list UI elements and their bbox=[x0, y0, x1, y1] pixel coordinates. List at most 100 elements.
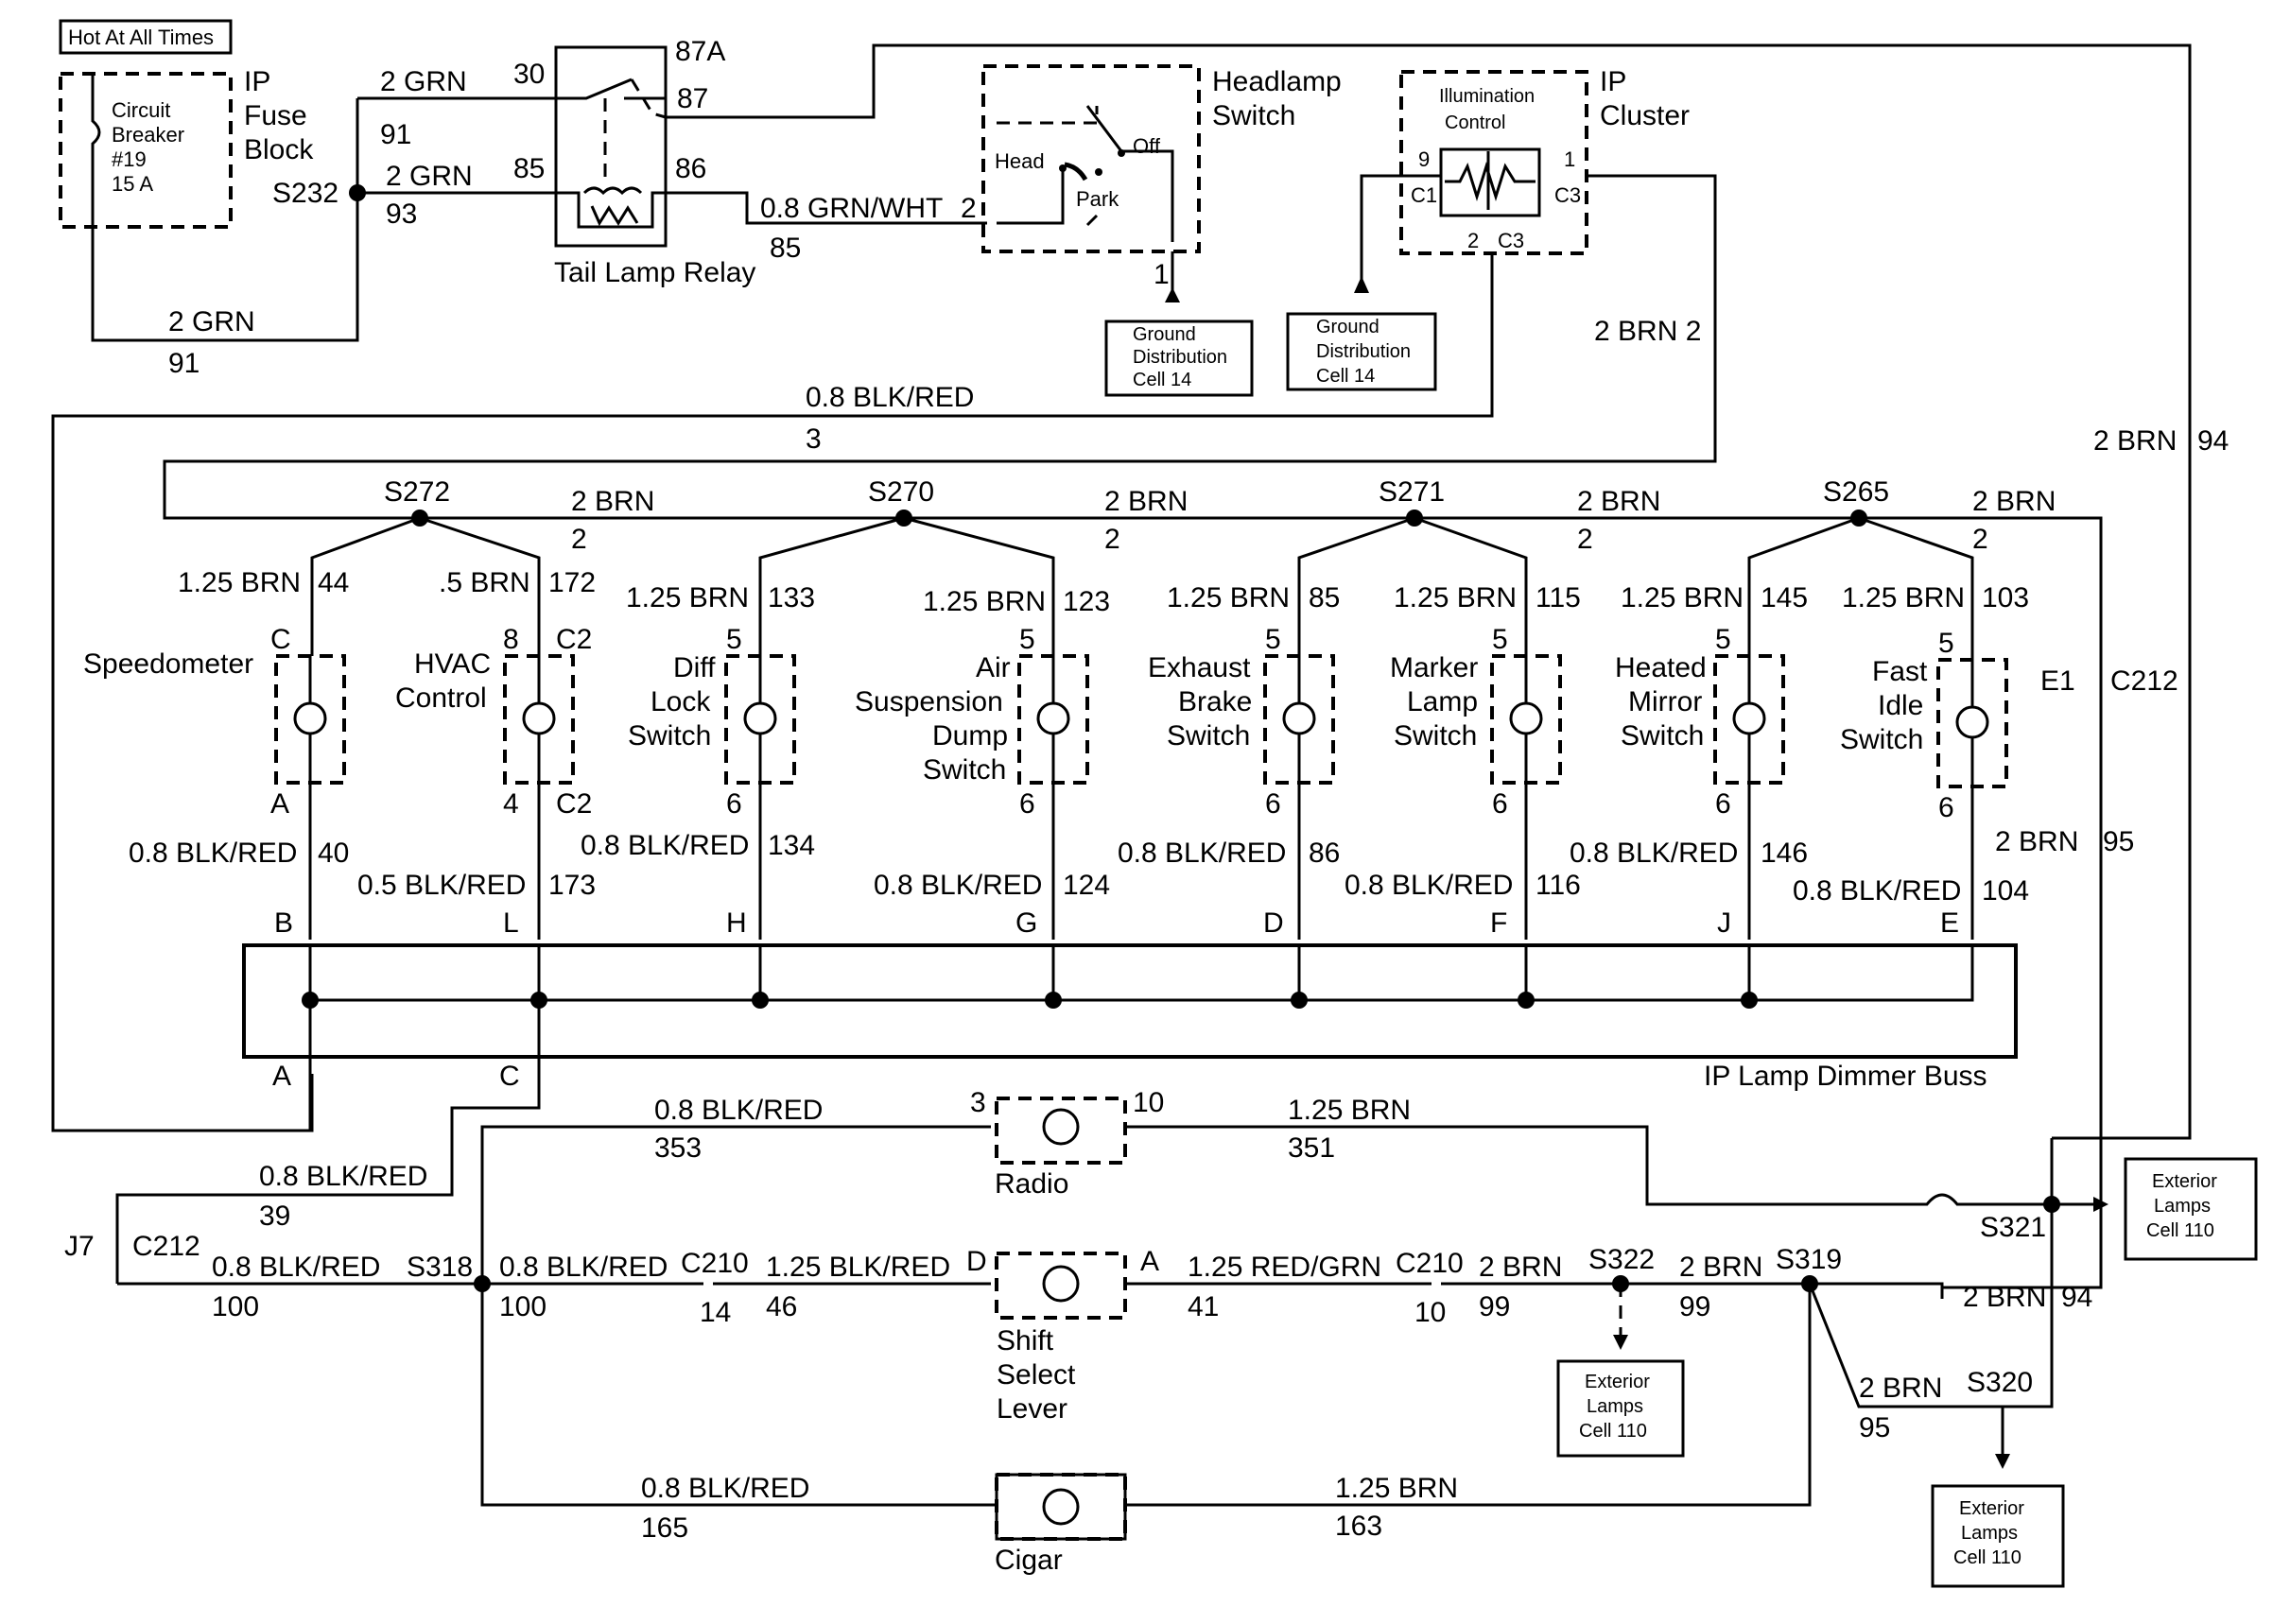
svg-text:IP Lamp Dimmer Buss: IP Lamp Dimmer Buss bbox=[1704, 1061, 1987, 1092]
svg-text:S320: S320 bbox=[1967, 1367, 2033, 1398]
ip-cluster: Illumination Control 9 C1 1 C3 2 C3 IP C… bbox=[1399, 66, 1690, 255]
svg-text:351: 351 bbox=[1288, 1132, 1335, 1164]
svg-text:6: 6 bbox=[1938, 792, 1954, 823]
splice-label-s232: S232 bbox=[272, 178, 338, 209]
svg-text:S319: S319 bbox=[1776, 1244, 1842, 1275]
svg-text:Cell 14: Cell 14 bbox=[1133, 370, 1191, 390]
svg-text:Exterior: Exterior bbox=[1585, 1372, 1650, 1392]
svg-text:94: 94 bbox=[2197, 425, 2229, 457]
svg-text:134: 134 bbox=[768, 830, 815, 861]
switch-diff-lock: Diff Lock Switch 1.25 BRN 133 5 6 0.8 BL… bbox=[581, 582, 815, 939]
svg-text:6: 6 bbox=[1715, 788, 1731, 820]
svg-text:J7: J7 bbox=[64, 1231, 95, 1262]
svg-text:Ground: Ground bbox=[1316, 317, 1379, 337]
svg-text:3: 3 bbox=[806, 423, 822, 455]
svg-text:Circuit: Circuit bbox=[112, 98, 170, 122]
svg-text:2: 2 bbox=[1104, 524, 1120, 555]
svg-text:2: 2 bbox=[1972, 524, 1988, 555]
svg-text:Off: Off bbox=[1133, 134, 1161, 158]
svg-text:Breaker: Breaker bbox=[112, 123, 184, 147]
switch-fast-idle: Fast Idle Switch 1.25 BRN 103 5 6 0.8 BL… bbox=[1793, 582, 2029, 939]
svg-text:1.25 RED/GRN: 1.25 RED/GRN bbox=[1188, 1252, 1381, 1283]
svg-text:IP: IP bbox=[1600, 66, 1626, 97]
svg-text:353: 353 bbox=[654, 1132, 702, 1164]
svg-text:C3: C3 bbox=[1498, 229, 1524, 252]
svg-text:41: 41 bbox=[1188, 1291, 1219, 1322]
svg-text:Park: Park bbox=[1076, 187, 1119, 211]
svg-text:40: 40 bbox=[318, 838, 349, 869]
svg-text:Brake: Brake bbox=[1178, 686, 1252, 717]
svg-text:6: 6 bbox=[1019, 788, 1035, 820]
svg-text:H: H bbox=[726, 907, 747, 939]
svg-text:Block: Block bbox=[244, 134, 314, 165]
svg-text:100: 100 bbox=[499, 1291, 547, 1322]
svg-text:133: 133 bbox=[768, 582, 815, 613]
svg-text:0.8 BLK/RED: 0.8 BLK/RED bbox=[129, 838, 297, 869]
svg-text:2 BRN: 2 BRN bbox=[1479, 1252, 1562, 1283]
switch-marker-lamp: Marker Lamp Switch 1.25 BRN 115 5 6 0.8 … bbox=[1345, 582, 1581, 939]
svg-text:2 GRN: 2 GRN bbox=[386, 161, 473, 192]
svg-text:Speedometer: Speedometer bbox=[83, 648, 253, 680]
svg-text:G: G bbox=[1015, 907, 1037, 939]
svg-text:9: 9 bbox=[1418, 147, 1430, 171]
svg-text:Cell 110: Cell 110 bbox=[1953, 1547, 2021, 1568]
svg-text:2 BRN: 2 BRN bbox=[1859, 1373, 1942, 1404]
svg-text:.5 BRN: .5 BRN bbox=[439, 567, 530, 598]
ground-distribution-box-2: Ground Distribution Cell 14 bbox=[1286, 312, 1437, 391]
svg-text:95: 95 bbox=[1859, 1412, 1890, 1443]
svg-text:2 BRN: 2 BRN bbox=[1972, 486, 2056, 517]
svg-text:2 BRN: 2 BRN bbox=[1995, 826, 2078, 857]
svg-text:1.25 BLK/RED: 1.25 BLK/RED bbox=[766, 1252, 950, 1283]
svg-text:1.25 BRN: 1.25 BRN bbox=[1167, 582, 1290, 613]
svg-text:Lamp: Lamp bbox=[1407, 686, 1478, 717]
svg-text:2 BRN: 2 BRN bbox=[1577, 486, 1660, 517]
svg-text:Radio: Radio bbox=[995, 1168, 1068, 1200]
svg-text:Diff: Diff bbox=[673, 652, 716, 683]
svg-text:10: 10 bbox=[1133, 1087, 1164, 1118]
svg-text:6: 6 bbox=[726, 788, 742, 820]
svg-text:1.25 BRN: 1.25 BRN bbox=[178, 567, 301, 598]
splice-s265: S265 bbox=[1823, 476, 1889, 527]
svg-text:B: B bbox=[274, 907, 293, 939]
svg-text:2 BRN: 2 BRN bbox=[2093, 425, 2177, 457]
svg-text:2 BRN 2: 2 BRN 2 bbox=[1594, 316, 1701, 347]
svg-text:145: 145 bbox=[1761, 582, 1808, 613]
svg-text:1: 1 bbox=[1154, 259, 1170, 290]
switch-hvac-control: HVAC Control .5 BRN 172 8 C2 4 C2 0.5 BL… bbox=[357, 567, 596, 939]
svg-text:J: J bbox=[1717, 907, 1731, 939]
svg-text:Switch: Switch bbox=[1621, 720, 1704, 752]
svg-text:2: 2 bbox=[1467, 229, 1479, 252]
svg-text:5: 5 bbox=[1492, 624, 1508, 655]
svg-text:Switch: Switch bbox=[1840, 724, 1923, 755]
svg-text:C2: C2 bbox=[556, 624, 592, 655]
svg-text:116: 116 bbox=[1536, 870, 1581, 901]
svg-text:C3: C3 bbox=[1554, 183, 1581, 207]
svg-text:2 GRN: 2 GRN bbox=[168, 306, 255, 337]
svg-text:85: 85 bbox=[513, 153, 545, 184]
svg-text:Air: Air bbox=[976, 652, 1011, 683]
svg-text:0.8 GRN/WHT: 0.8 GRN/WHT bbox=[760, 193, 943, 224]
svg-text:IP: IP bbox=[244, 66, 270, 97]
svg-text:163: 163 bbox=[1335, 1511, 1382, 1542]
svg-text:91: 91 bbox=[380, 119, 411, 150]
svg-text:#19: #19 bbox=[112, 147, 147, 171]
svg-text:Marker: Marker bbox=[1390, 652, 1478, 683]
exterior-lamps-box-1: Exterior Lamps Cell 110 bbox=[2124, 1157, 2258, 1261]
svg-text:C: C bbox=[270, 624, 291, 655]
svg-text:2: 2 bbox=[1577, 524, 1593, 555]
svg-text:5: 5 bbox=[1265, 624, 1281, 655]
svg-text:0.8 BLK/RED: 0.8 BLK/RED bbox=[1345, 870, 1513, 901]
svg-text:E1: E1 bbox=[2040, 665, 2075, 697]
svg-text:87: 87 bbox=[677, 83, 708, 114]
svg-text:46: 46 bbox=[766, 1291, 797, 1322]
svg-text:A: A bbox=[272, 1061, 291, 1092]
ip-lamp-dimmer-buss: IP Lamp Dimmer Buss A C bbox=[242, 943, 2018, 1092]
svg-text:0.8 BLK/RED: 0.8 BLK/RED bbox=[1570, 838, 1738, 869]
svg-text:Cell 110: Cell 110 bbox=[1579, 1421, 1647, 1442]
svg-text:Distribution: Distribution bbox=[1133, 347, 1227, 368]
svg-text:Shift: Shift bbox=[997, 1325, 1054, 1356]
svg-text:104: 104 bbox=[1982, 875, 2029, 907]
switch-heated-mirror: Heated Mirror Switch 1.25 BRN 145 5 6 0.… bbox=[1570, 582, 1808, 939]
svg-text:87A: 87A bbox=[675, 36, 725, 67]
